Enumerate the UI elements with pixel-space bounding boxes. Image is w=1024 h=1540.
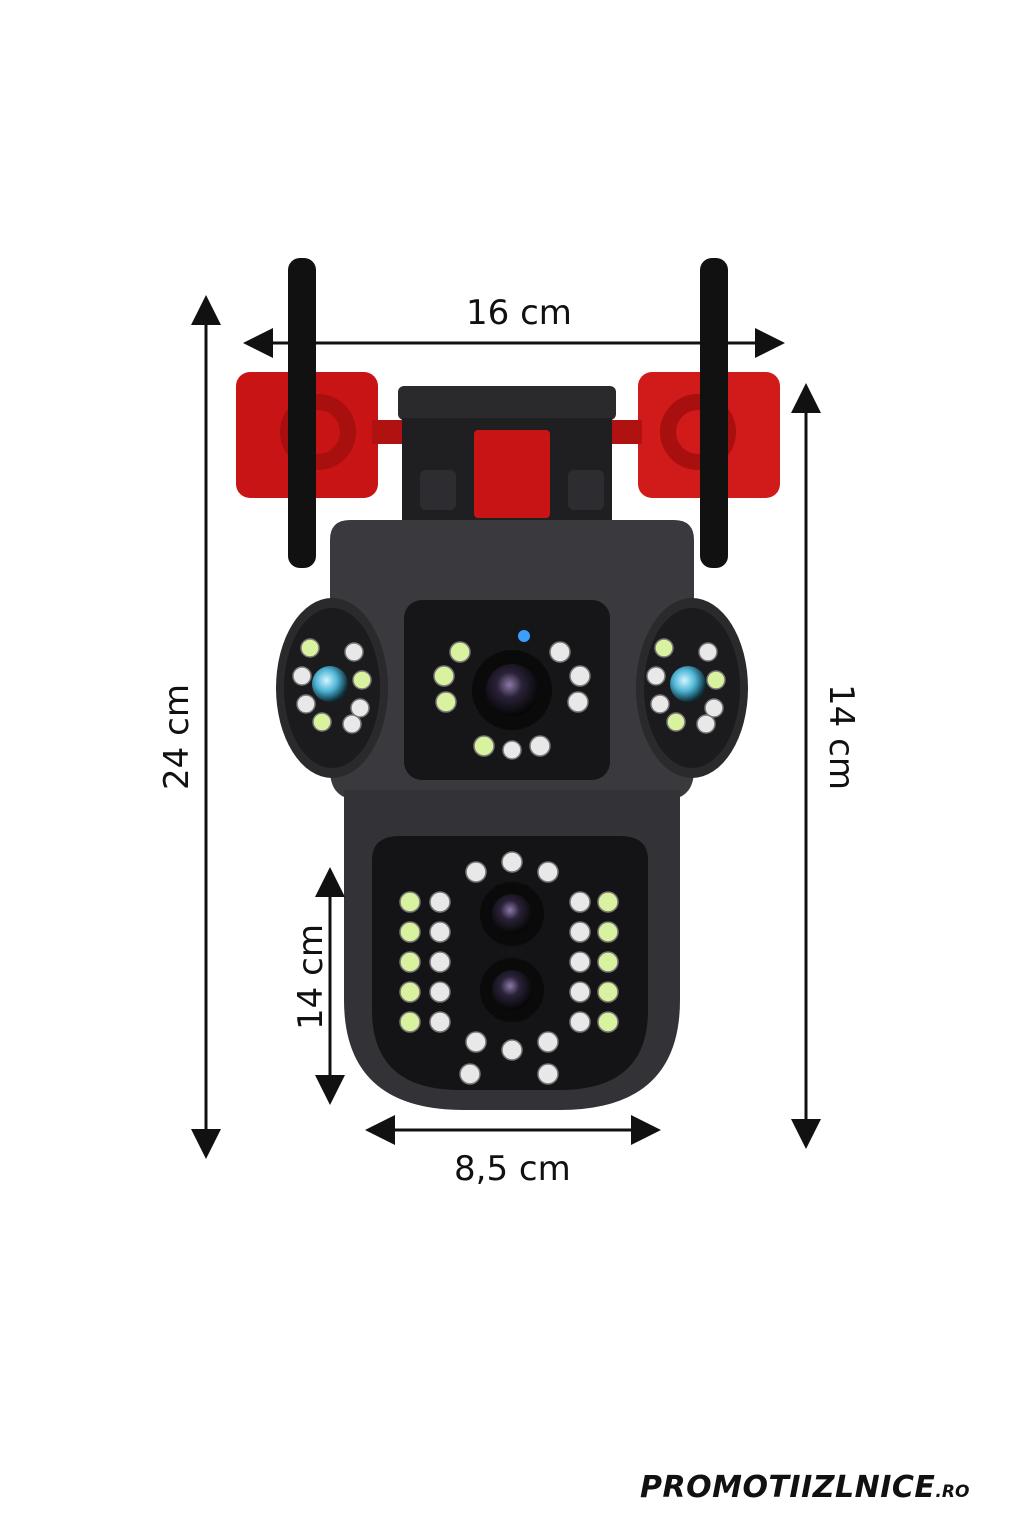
led [296, 694, 316, 714]
led [399, 891, 421, 913]
led [597, 951, 619, 973]
led [666, 712, 686, 732]
led [569, 665, 591, 687]
led [399, 921, 421, 943]
led [597, 1011, 619, 1033]
led [569, 951, 591, 973]
led [597, 891, 619, 913]
bottom-width-label: 8,5 cm [454, 1149, 571, 1189]
led [344, 642, 364, 662]
led [429, 921, 451, 943]
led [569, 891, 591, 913]
led [342, 714, 362, 734]
led [567, 691, 589, 713]
led [569, 1011, 591, 1033]
led [429, 951, 451, 973]
led [465, 1031, 487, 1053]
led [501, 1039, 523, 1061]
led [399, 981, 421, 1003]
led [312, 712, 332, 732]
led [650, 694, 670, 714]
led [350, 698, 370, 718]
led [706, 670, 726, 690]
dimension-lines [191, 295, 821, 1159]
led [449, 641, 471, 663]
led [654, 638, 674, 658]
brand-tld: .RO [935, 1482, 970, 1502]
led [597, 981, 619, 1003]
led [429, 1011, 451, 1033]
lower-body [344, 790, 680, 1110]
led [537, 861, 559, 883]
led [352, 670, 372, 690]
led [646, 666, 666, 686]
led [300, 638, 320, 658]
brand-logo: PROMOTIIZLNICE.RO [640, 1470, 969, 1505]
led [529, 735, 551, 757]
led [696, 714, 716, 734]
total-height-label: 24 cm [156, 684, 197, 790]
led [399, 1011, 421, 1033]
lower-height-label: 14 cm [290, 924, 331, 1030]
body-height-label: 14 cm [820, 684, 861, 790]
led [502, 740, 522, 760]
led [473, 735, 495, 757]
led-array [292, 638, 726, 1085]
led [569, 981, 591, 1003]
led [569, 921, 591, 943]
led [435, 691, 457, 713]
led [501, 851, 523, 873]
led [537, 1031, 559, 1053]
led [465, 861, 487, 883]
led [704, 698, 724, 718]
led [537, 1063, 559, 1085]
led [459, 1063, 481, 1085]
led [698, 642, 718, 662]
led [292, 666, 312, 686]
top-width-label: 16 cm [466, 293, 572, 333]
led [429, 981, 451, 1003]
led [399, 951, 421, 973]
brand-name: PROMOTIIZLNICE [640, 1470, 936, 1505]
led [597, 921, 619, 943]
top-bracket [398, 386, 616, 528]
led [429, 891, 451, 913]
led [549, 641, 571, 663]
led [433, 665, 455, 687]
